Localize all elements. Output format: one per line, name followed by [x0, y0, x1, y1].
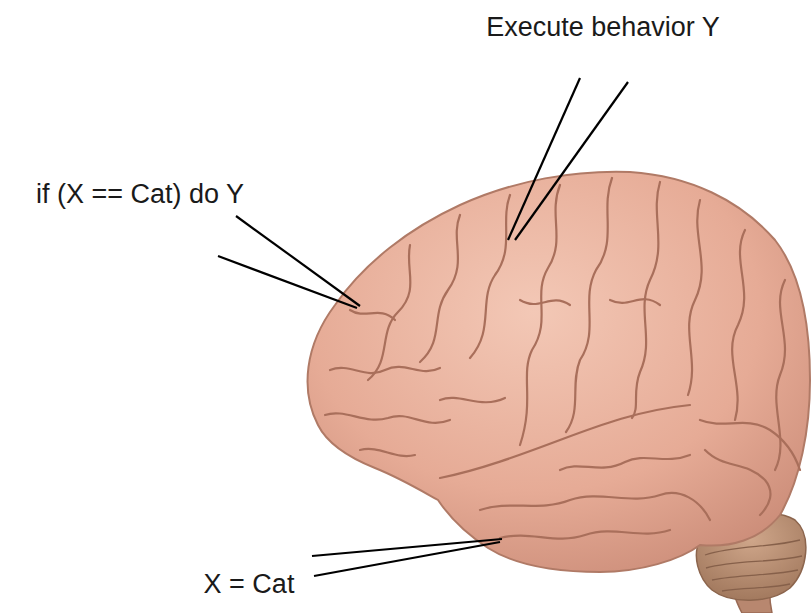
leader-line [314, 542, 500, 576]
cerebrum [308, 172, 810, 572]
leader-lines [218, 78, 628, 576]
brain-gyri [325, 178, 800, 539]
annotation-label: Execute behavior Y [486, 12, 720, 43]
leader-line [508, 78, 580, 240]
leader-line [236, 216, 360, 306]
cerebellum-folds [705, 540, 802, 591]
label-holder: Execute behavior Y [486, 12, 720, 43]
label-holder: X = Cat [204, 569, 295, 600]
label-holder: if (X == Cat) do Y [36, 179, 244, 210]
leader-line [515, 82, 628, 240]
annotation-label: X = Cat [204, 569, 295, 600]
annotation-label: if (X == Cat) do Y [36, 179, 244, 210]
leader-line [218, 256, 357, 308]
